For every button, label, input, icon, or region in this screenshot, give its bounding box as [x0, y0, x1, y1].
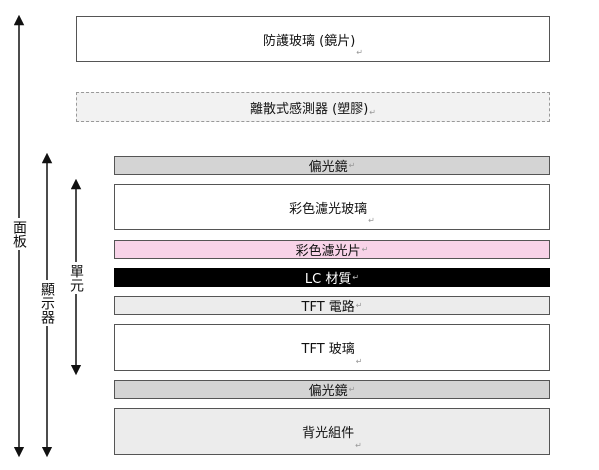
- layer-label: 防護玻璃 (鏡片): [263, 33, 356, 49]
- layer-label: LC 材質: [304, 272, 352, 287]
- panel-label: 面板: [11, 218, 27, 250]
- layer-polarizer-bottom: 偏光鏡↵: [114, 380, 550, 399]
- paragraph-mark: ↵: [368, 216, 375, 225]
- paragraph-mark: ↵: [355, 301, 363, 310]
- layer-label: 偏光鏡: [308, 160, 348, 175]
- paragraph-mark: ↵: [352, 273, 360, 282]
- layer-label: TFT 玻璃: [301, 342, 355, 357]
- layer-color-filter: 彩色濾光片↵: [114, 240, 550, 259]
- layer-label: 背光組件: [302, 426, 355, 441]
- paragraph-mark: ↵: [355, 441, 362, 450]
- paragraph-mark: ↵: [361, 245, 369, 254]
- layer-label: 離散式感測器 (塑膠): [250, 101, 369, 117]
- layer-lc-material: LC 材質↵: [114, 268, 550, 287]
- layer-label: 偏光鏡: [308, 384, 348, 399]
- layer-tft-glass: TFT 玻璃↵: [114, 324, 550, 371]
- cell-label: 單元: [68, 262, 84, 294]
- layer-polarizer-top: 偏光鏡↵: [114, 156, 550, 175]
- paragraph-mark: ↵: [355, 357, 363, 366]
- layer-discrete-sensor: 離散式感測器 (塑膠)↵: [76, 92, 550, 122]
- paragraph-mark: ↵: [348, 161, 356, 170]
- paragraph-mark: ↵: [369, 108, 376, 117]
- layer-backlight: 背光組件↵: [114, 408, 550, 455]
- display-label: 顯示器: [39, 280, 55, 326]
- paragraph-mark: ↵: [356, 48, 363, 57]
- layer-label: 彩色濾光玻璃: [289, 201, 368, 217]
- layer-tft-circuit: TFT 電路↵: [114, 296, 550, 315]
- layer-label: 彩色濾光片: [295, 244, 361, 259]
- layer-color-filter-glass: 彩色濾光玻璃↵: [114, 184, 550, 230]
- paragraph-mark: ↵: [348, 385, 356, 394]
- layer-protective-glass: 防護玻璃 (鏡片)↵: [76, 16, 550, 62]
- layer-label: TFT 電路: [301, 300, 355, 315]
